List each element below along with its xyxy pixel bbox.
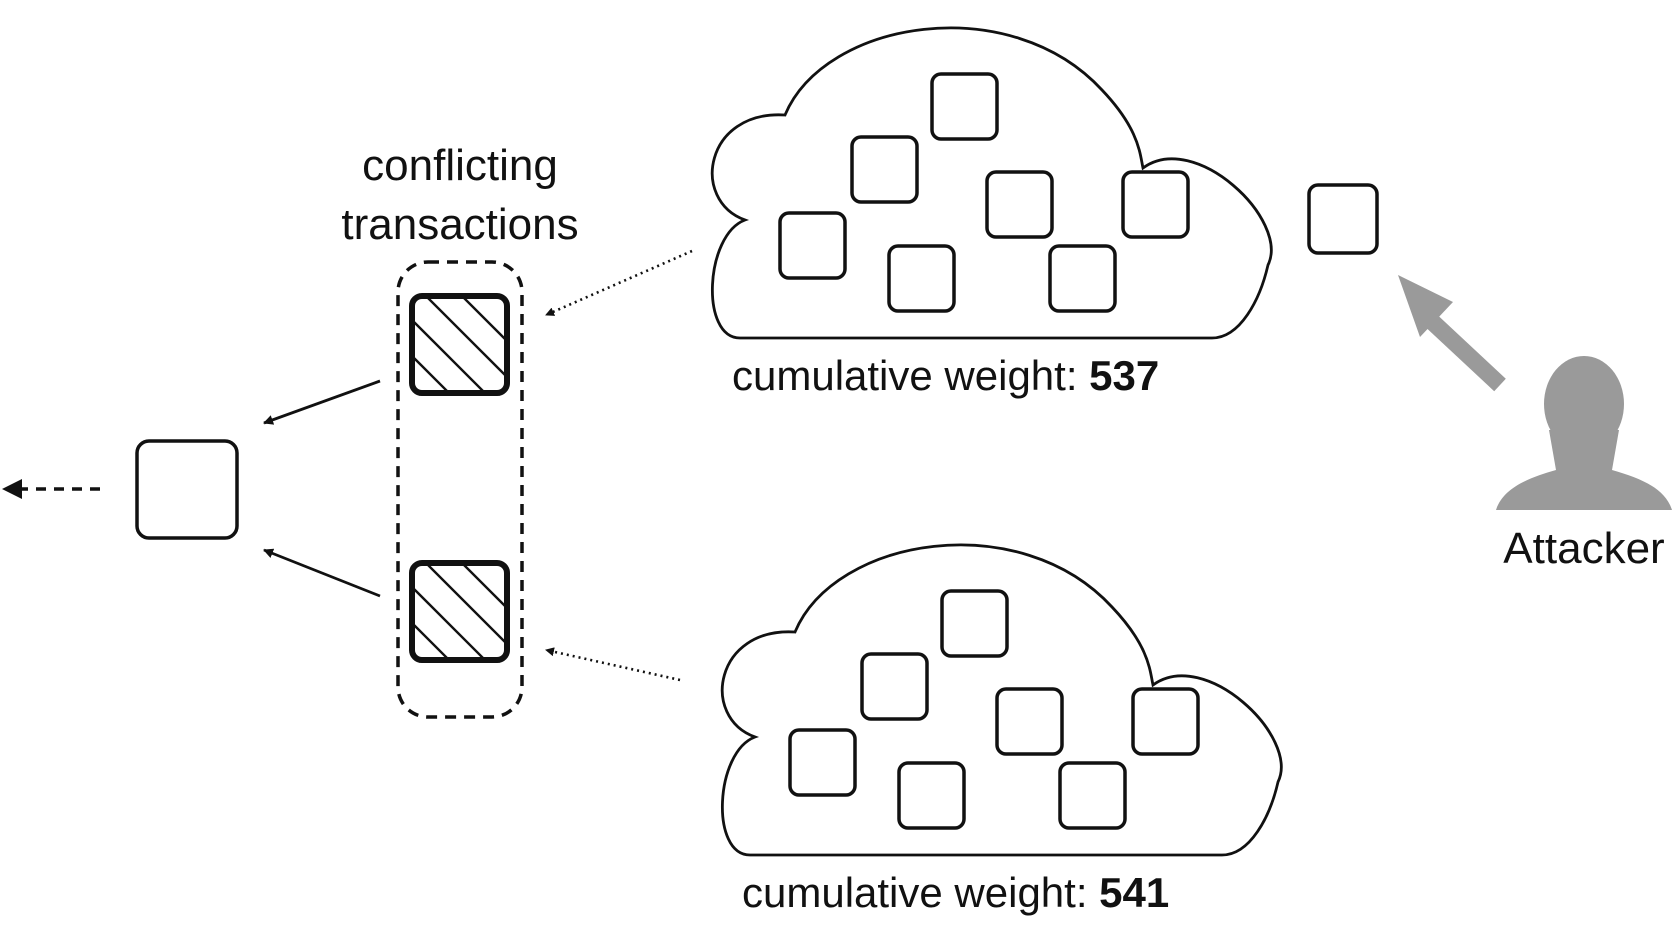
conflicting-label-line1: conflicting	[362, 141, 558, 190]
cloud-bottom-tx-3	[995, 687, 1064, 756]
arrow-cloud-bottom-to-conflict	[545, 647, 681, 682]
conflicting-group-outline	[396, 260, 524, 719]
cloud-bottom	[720, 543, 1283, 857]
cloud-bottom-tx-1	[940, 589, 1009, 658]
person-silhouette-icon	[1496, 356, 1672, 510]
attacker-transaction	[1307, 183, 1379, 255]
arrow-top-to-parent	[263, 379, 381, 425]
cloud-bottom-tx-4	[1131, 687, 1200, 756]
cloud-bottom-weight-label: cumulative weight: 541	[742, 869, 1169, 916]
arrow-bottom-to-parent	[263, 548, 381, 598]
conflicting-transaction-bottom	[409, 560, 510, 663]
cloud-top-tx-6	[887, 244, 956, 313]
arrow-parent-to-past-head	[2, 479, 22, 499]
cloud-top-weight-label: cumulative weight: 537	[732, 352, 1159, 399]
cloud-top	[710, 26, 1273, 340]
cloud-bottom-tx-2	[860, 652, 929, 721]
cloud-top-tx-4	[1121, 170, 1190, 239]
conflicting-transaction-top	[409, 293, 510, 396]
arrow-cloud-top-to-conflict	[545, 249, 693, 317]
cloud-top-tx-2	[850, 135, 919, 204]
cloud-top-tx-5	[778, 211, 847, 280]
cloud-top-tx-3	[985, 170, 1054, 239]
attacker-arrow	[1398, 275, 1506, 392]
conflicting-label-line2: transactions	[341, 200, 578, 249]
attacker-label: Attacker	[1503, 524, 1664, 573]
cloud-top-weight-value: 537	[1089, 352, 1159, 399]
cloud-top-tx-1	[930, 72, 999, 141]
cloud-bottom-tx-6	[897, 761, 966, 830]
cloud-bottom-weight-value: 541	[1099, 869, 1169, 916]
cloud-top-tx-7	[1048, 244, 1117, 313]
parent-transaction	[135, 439, 239, 540]
cloud-bottom-tx-5	[788, 728, 857, 797]
cloud-bottom-tx-7	[1058, 761, 1127, 830]
